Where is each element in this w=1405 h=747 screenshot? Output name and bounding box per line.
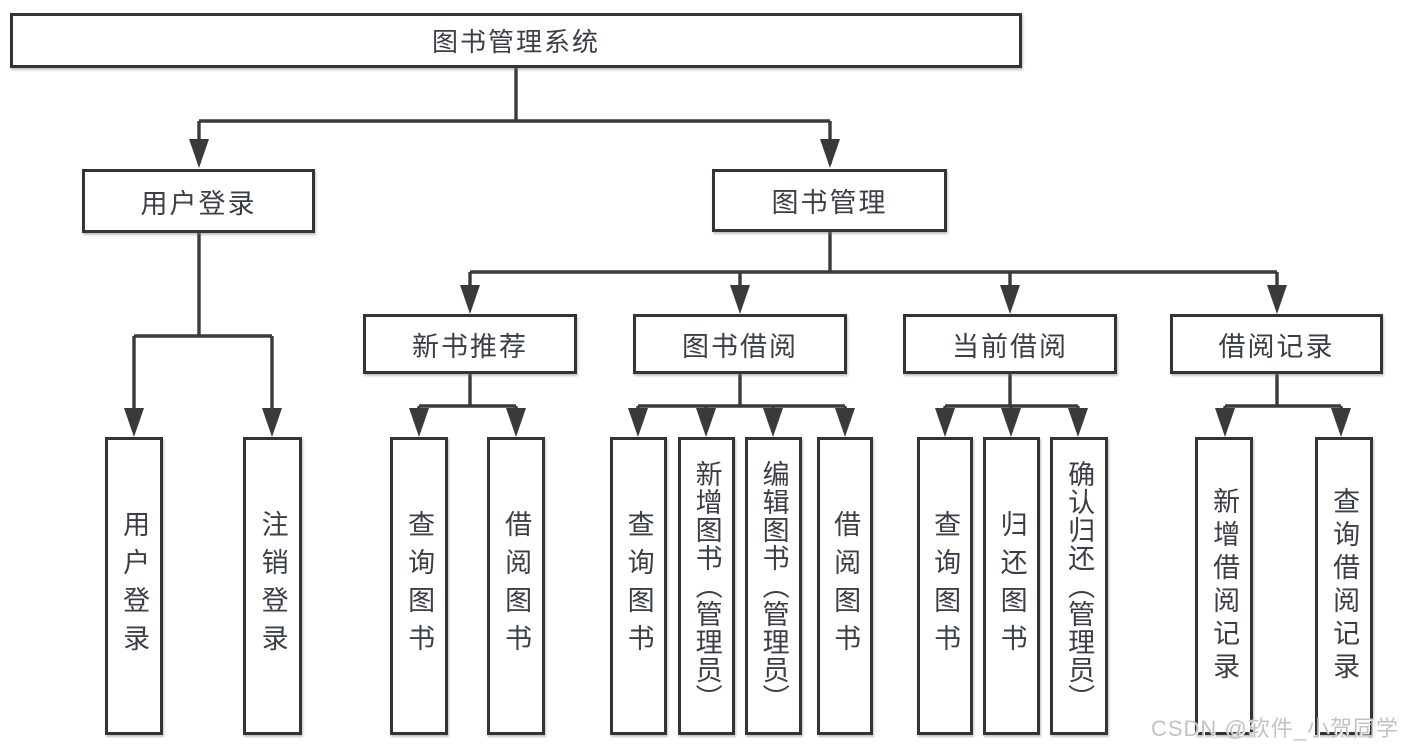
node-label: 归还图书 (996, 510, 1027, 662)
node-label: 查询图书 (623, 510, 654, 662)
node-label: 借阅图书 (501, 510, 532, 662)
arrow-down-icon (1000, 285, 1020, 314)
arrow-down-icon (1215, 408, 1235, 437)
arrow-down-icon (1331, 408, 1351, 437)
node-root: 图书管理系统 (10, 13, 1022, 68)
node-label: 查询借阅记录 (1329, 487, 1360, 685)
arrow-down-icon (835, 408, 855, 437)
arrow-down-icon (262, 408, 282, 437)
node-borrow-records: 借阅记录 (1170, 314, 1383, 374)
node-label: 新书推荐 (412, 331, 528, 362)
node-book-management: 图书管理 (712, 169, 947, 232)
node-label: 借阅记录 (1218, 331, 1335, 362)
leaf-query-books-borrow: 查询图书 (610, 437, 667, 735)
node-label: 新增借阅记录 (1209, 487, 1240, 685)
arrow-down-icon (1001, 408, 1021, 437)
node-label: 新增图书（管理员） (691, 460, 722, 712)
leaf-add-books-admin: 新增图书（管理员） (678, 437, 735, 735)
leaf-return-books: 归还图书 (983, 437, 1040, 735)
node-label: 编辑图书（管理员） (758, 460, 789, 712)
leaf-borrow-books-recommend: 借阅图书 (487, 437, 545, 735)
arrow-down-icon (189, 139, 209, 168)
node-label: 查询图书 (404, 510, 435, 662)
arrowhead-icons (124, 139, 1351, 437)
arrow-down-icon (1068, 408, 1088, 437)
connector-lines (132, 68, 1343, 432)
node-label: 用户登录 (140, 188, 257, 219)
arrow-down-icon (696, 408, 716, 437)
leaf-user-login: 用户登录 (105, 437, 163, 735)
node-label: 图书借阅 (682, 331, 798, 362)
node-new-book-recommend: 新书推荐 (363, 314, 577, 374)
arrow-down-icon (730, 285, 750, 314)
arrow-down-icon (409, 408, 429, 437)
node-label: 查询图书 (930, 510, 961, 662)
leaf-add-borrow-record: 新增借阅记录 (1195, 437, 1253, 735)
arrow-down-icon (124, 408, 144, 437)
node-label: 当前借阅 (952, 331, 1068, 362)
csdn-watermark: CSDN @软件_小贺同学 (1150, 716, 1399, 741)
arrow-down-icon (506, 408, 526, 437)
node-current-borrow: 当前借阅 (903, 314, 1117, 374)
arrow-down-icon (820, 139, 840, 168)
node-label: 图书管理 (771, 188, 888, 218)
arrow-down-icon (460, 285, 480, 314)
node-label: 注销登录 (257, 510, 288, 662)
arrow-down-icon (763, 408, 783, 437)
leaf-logout: 注销登录 (243, 437, 302, 735)
node-label: 图书管理系统 (431, 27, 600, 57)
leaf-query-borrow-record: 查询借阅记录 (1315, 437, 1373, 735)
leaf-query-books-current: 查询图书 (917, 437, 973, 735)
leaf-borrow-books-borrow: 借阅图书 (817, 437, 873, 735)
node-label: 确认归还（管理员） (1064, 460, 1095, 712)
leaf-edit-books-admin: 编辑图书（管理员） (745, 437, 802, 735)
arrow-down-icon (935, 408, 955, 437)
arrow-down-icon (628, 408, 648, 437)
node-user-login: 用户登录 (82, 169, 315, 233)
node-book-borrow: 图书借阅 (633, 314, 847, 374)
leaf-confirm-return-admin: 确认归还（管理员） (1050, 437, 1108, 735)
node-label: 用户登录 (119, 510, 150, 662)
arrow-down-icon (1267, 285, 1287, 314)
node-label: 借阅图书 (830, 510, 861, 662)
leaf-query-books-recommend: 查询图书 (390, 437, 448, 735)
